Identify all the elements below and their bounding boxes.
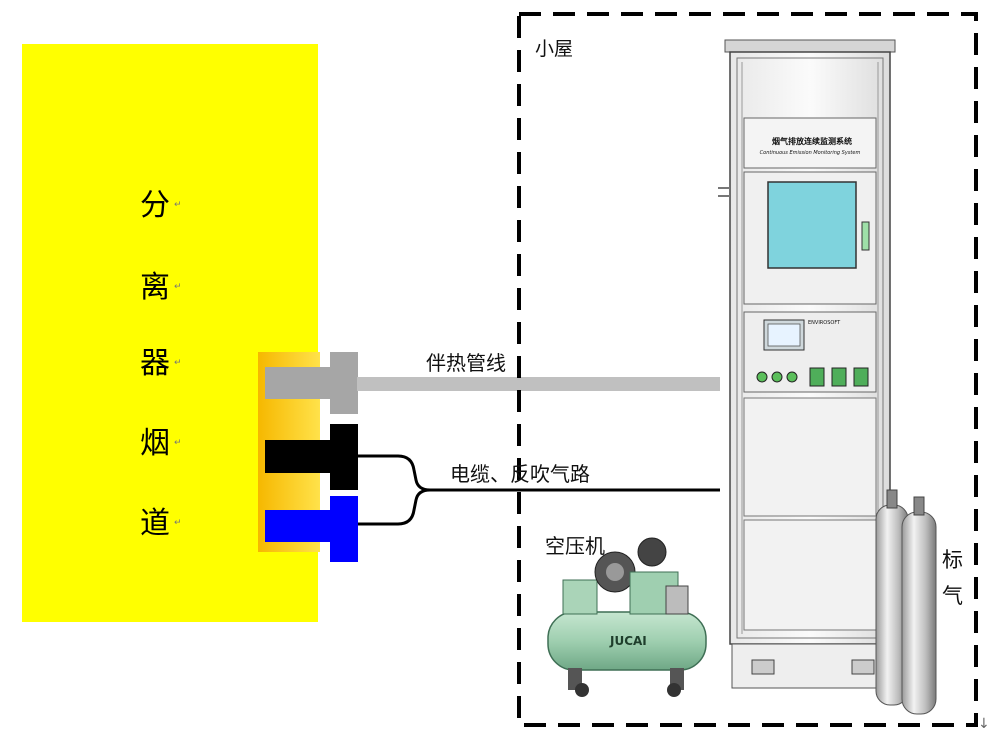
compressor-label: 空压机	[545, 534, 605, 558]
return-mark: ↵	[174, 282, 182, 292]
shelter-enclosure	[517, 12, 978, 727]
calibration-gas-cylinders	[875, 489, 937, 715]
return-mark: ↵	[174, 518, 182, 528]
separator-label-char-4: 烟	[140, 426, 170, 461]
calibration-gas-label-1: 标	[942, 548, 963, 572]
separator-label-char-1: 分	[140, 188, 170, 223]
cable-blowback-line	[358, 454, 720, 526]
cabinet-title-en: Continuous Emission Monitoring System	[759, 150, 861, 156]
compressor-brand: JUCAI	[610, 634, 647, 648]
cabinet-screen	[767, 181, 857, 269]
cems-cabinet	[718, 39, 896, 689]
return-mark: ↵	[174, 200, 182, 210]
cable-blowback-label: 电缆、反吹气路	[450, 462, 590, 486]
cable-connector	[265, 424, 358, 490]
blowback-connector	[265, 496, 358, 562]
heat-trace-line	[357, 377, 720, 391]
shelter-label: 小屋	[535, 38, 574, 60]
calibration-gas-label-2: 气	[942, 584, 963, 608]
separator-label-char-5: 道	[140, 506, 170, 541]
separator-label-char-2: 离	[140, 270, 170, 305]
corner-mark: ↓	[978, 716, 990, 732]
return-mark: ↵	[174, 358, 182, 368]
separator-label-char-3: 器	[140, 346, 170, 381]
cabinet-title-cn: 烟气排放连续监测系统	[772, 137, 852, 146]
heat-trace-connector	[265, 352, 358, 414]
heat-trace-label: 伴热管线	[426, 351, 506, 375]
air-compressor	[547, 537, 707, 697]
cabinet-brand: ENVIROSOFT	[808, 320, 841, 326]
return-mark: ↵	[174, 438, 182, 448]
